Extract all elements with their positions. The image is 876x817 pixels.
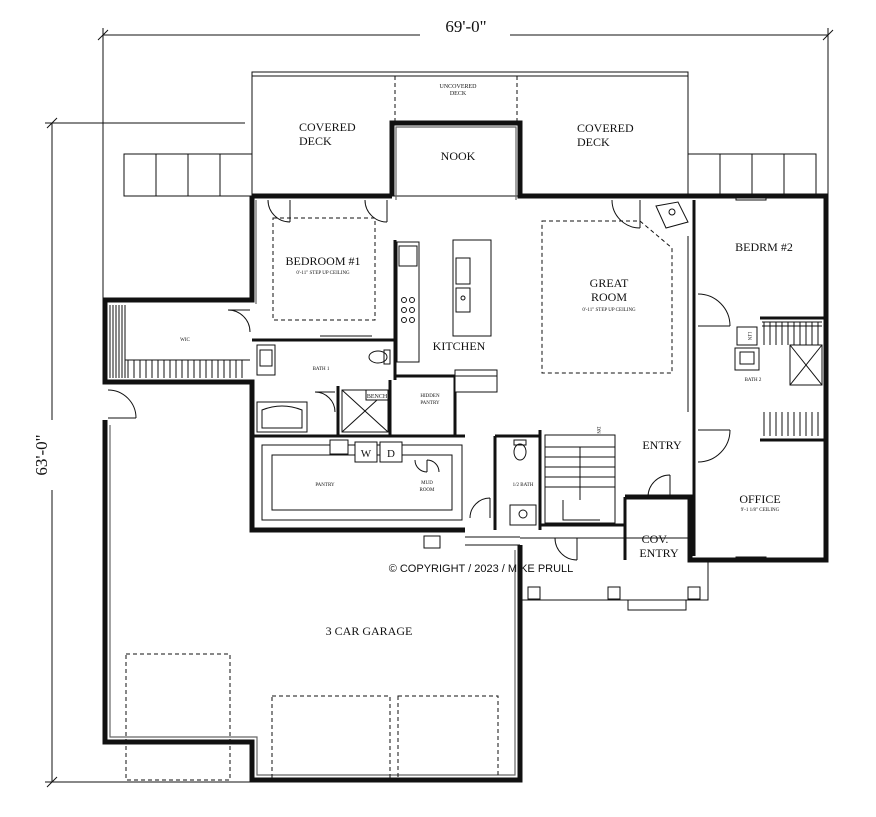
copyright-notice: © COPYRIGHT / 2023 / MIKE PRULL [389,563,574,575]
bath1-label: BATH 1 [313,367,330,372]
garage-doors [107,389,499,781]
entry-label: ENTRY [642,438,682,452]
room-labels: COVERED DECK COVERED DECK UNCOVERED DECK… [180,84,793,638]
walk-in-closet [109,305,250,378]
kitchen-fixtures [396,239,498,393]
covered-deck-right-label-2: DECK [577,135,610,149]
great-room-label-1: GREAT [590,276,629,290]
kitchen-label: KITCHEN [433,339,486,353]
width-dimension-label: 69'-0" [445,17,486,36]
bedroom1-label: BEDROOM #1 [285,254,360,268]
half-bath-label: 1/2 BATH [513,483,534,488]
bath1-fixtures [256,344,391,433]
garage-walls [102,420,523,783]
covered-deck-left-label-1: COVERED [299,120,356,134]
great-room-note: 0'-11" STEP UP CEILING [582,308,636,313]
stairs [544,434,616,524]
pantry-laundry [261,439,491,521]
interior-walls [252,200,826,560]
bath2-label: BATH 2 [745,378,762,383]
office-note: 9'-1 1/8" CEILING [741,508,780,513]
uncovered-deck-label-2: DECK [450,91,467,97]
washer-label: W [361,448,372,460]
deck-area [123,71,817,197]
cov-entry-label-2: ENTRY [639,546,679,560]
bench-label: BENCH [367,394,388,400]
dryer-label: D [387,448,395,460]
pantry-label: PANTRY [315,483,335,488]
dimension-width: 69'-0" [97,16,834,300]
garage-label: 3 CAR GARAGE [326,624,413,638]
stair-dn-label: DN [595,426,600,434]
great-room-label-2: ROOM [591,290,627,304]
covered-deck-left-label-2: DECK [299,134,332,148]
east-wing-fixtures [647,195,823,562]
covered-entry-porch [423,535,709,611]
mud-room-label-2: ROOM [419,488,435,493]
uncovered-deck-label-1: UNCOVERED [440,84,478,90]
bedroom1-ceiling-outline [272,217,376,321]
wic-label: WIC [180,338,190,343]
office-label: OFFICE [739,492,780,506]
great-room [541,199,689,412]
nook-label: NOOK [441,149,476,163]
hidden-pantry-label-2: PANTRY [420,401,440,406]
dimension-depth: 63'-0" [30,117,250,788]
bedroom2-label: BEDRM #2 [735,240,793,254]
cov-entry-label-1: COV. [642,532,669,546]
half-bath-fixtures [509,439,537,526]
mud-room-label-1: MUD [421,481,433,486]
hidden-pantry-label-1: HIDDEN [420,394,440,399]
covered-deck-right-label-1: COVERED [577,121,634,135]
linen-label: LIN [746,332,751,341]
bedroom1-note: 0'-11" STEP UP CEILING [296,271,350,276]
depth-dimension-label: 63'-0" [32,434,51,475]
